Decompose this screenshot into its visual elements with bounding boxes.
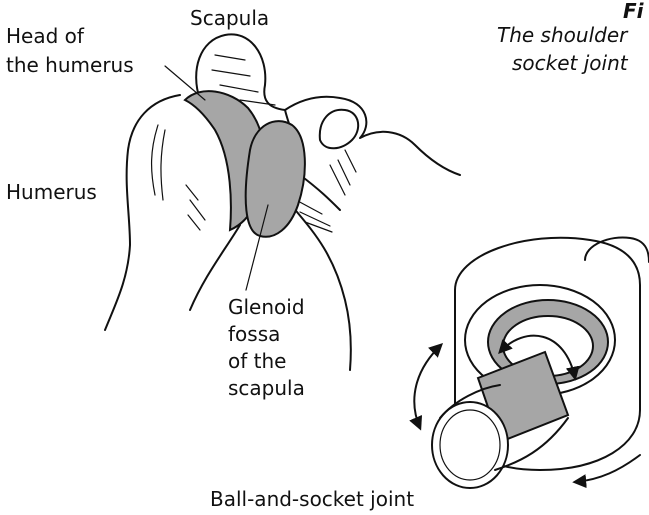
label-scapula-lower: scapula	[228, 374, 305, 402]
caption-line-1: The shoulder	[497, 22, 627, 49]
label-glenoid: Glenoid	[228, 293, 305, 321]
caption-line-2: socket joint	[512, 50, 628, 77]
glenoid-fossa-shading	[246, 121, 305, 237]
label-the-humerus: the humerus	[6, 51, 134, 79]
label-ball-and-socket: Ball-and-socket joint	[210, 485, 414, 513]
humerus-head-leader	[165, 66, 205, 100]
rotation-arrow-outer-left	[414, 345, 441, 428]
label-head-of: Head of	[6, 22, 84, 50]
ball-and-socket-model	[432, 237, 649, 488]
label-fossa: fossa	[228, 320, 280, 348]
label-of-the: of the	[228, 347, 286, 375]
rotation-arrow-bottom-right	[575, 455, 640, 482]
label-humerus: Humerus	[6, 178, 97, 206]
label-scapula: Scapula	[190, 4, 269, 32]
